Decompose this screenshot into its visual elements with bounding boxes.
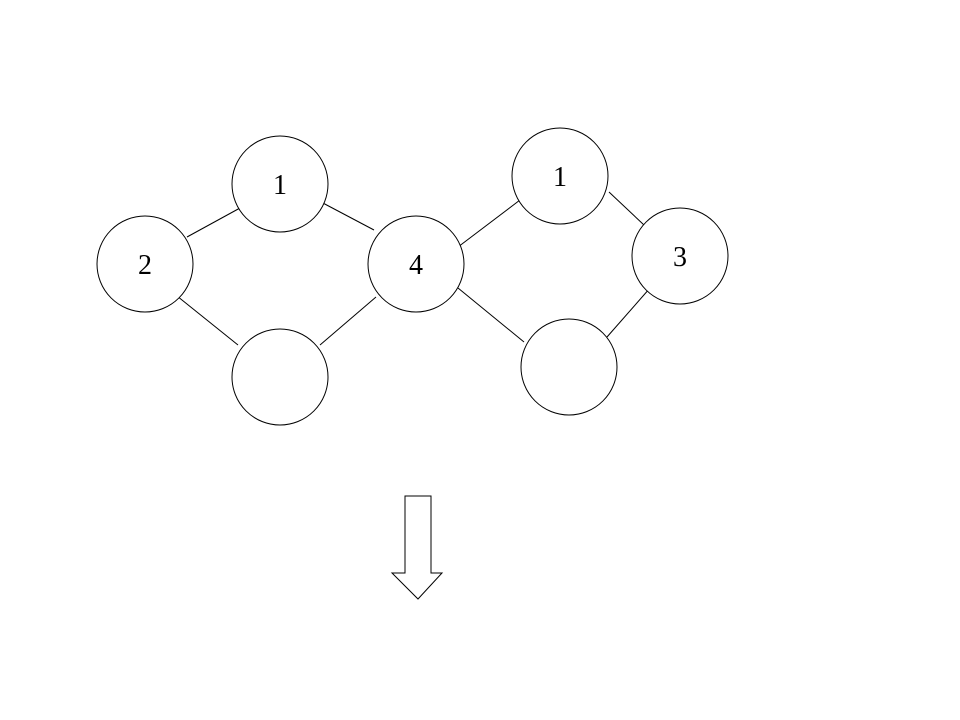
node-label: 3 <box>673 242 687 273</box>
node-n6: 3 <box>631 207 729 305</box>
edge-n3-n5 <box>457 199 521 248</box>
edge-n2-n1 <box>186 207 241 238</box>
node-label: 2 <box>138 250 152 281</box>
edge-n2-n4 <box>176 295 239 346</box>
node-label: 1 <box>553 162 567 193</box>
down-arrow-icon <box>390 495 444 600</box>
node-n4 <box>231 328 329 426</box>
edge-n3-n7 <box>457 287 525 343</box>
node-label: 4 <box>409 250 423 281</box>
edge-n7-n6 <box>606 287 651 338</box>
node-n3: 4 <box>367 215 465 313</box>
node-n2: 2 <box>96 215 194 313</box>
edge-n1-n3 <box>320 201 375 231</box>
node-n1: 1 <box>231 135 329 233</box>
node-n5: 1 <box>511 127 609 225</box>
node-n7 <box>520 318 618 416</box>
node-label: 1 <box>273 170 287 201</box>
edge-n4-n3 <box>319 296 377 346</box>
edge-n5-n6 <box>608 191 645 226</box>
